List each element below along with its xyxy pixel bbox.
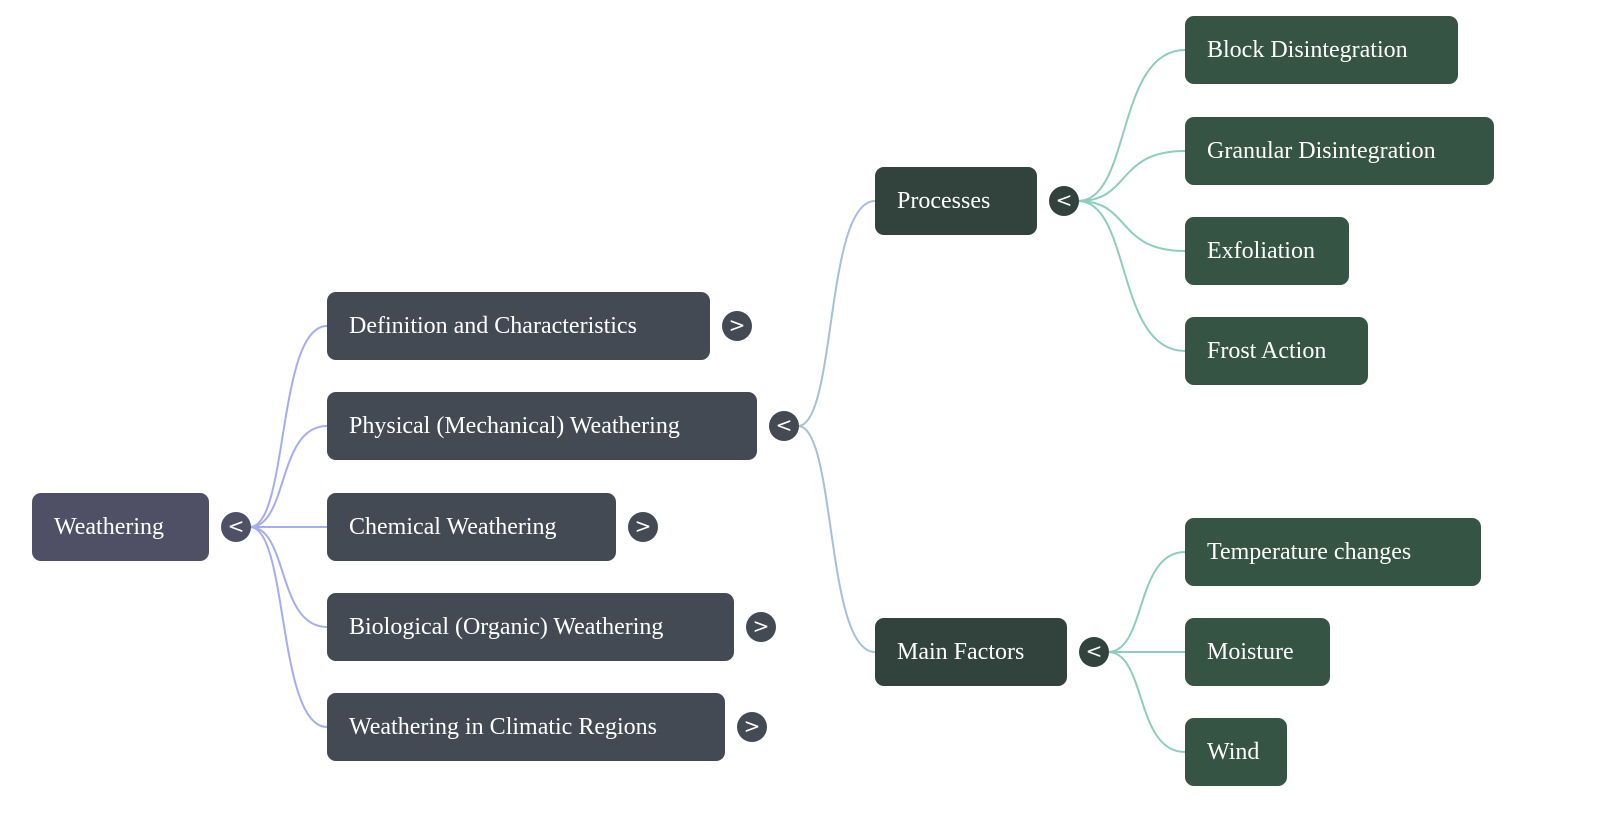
node-label: Frost Action	[1207, 338, 1327, 364]
connector-physical-child-1	[797, 425, 876, 653]
node-label: Moisture	[1207, 639, 1294, 665]
leaf-node-granular-disintegration[interactable]: Granular Disintegration	[1185, 117, 1494, 185]
node-processes[interactable]: Processes	[875, 167, 1037, 235]
connector-processes-leaf-2	[1077, 200, 1186, 252]
collapse-toggle-icon[interactable]: <	[1079, 637, 1109, 667]
leaf-node-temperature-changes[interactable]: Temperature changes	[1185, 518, 1481, 586]
connector-root-branch-4	[249, 526, 328, 728]
node-label: Weathering in Climatic Regions	[349, 714, 658, 740]
collapse-toggle-icon[interactable]: <	[769, 411, 799, 441]
connector-factors-leaf-0	[1107, 551, 1186, 653]
connector-root-branch-1	[249, 425, 328, 528]
branch-node-definition[interactable]: Definition and Characteristics	[327, 292, 710, 360]
node-label: Exfoliation	[1207, 238, 1315, 264]
node-label: Processes	[897, 188, 991, 214]
connector-processes-leaf-3	[1077, 200, 1186, 352]
node-label: Definition and Characteristics	[349, 313, 637, 339]
connector-root-branch-3	[249, 526, 328, 628]
branch-node-climatic-regions[interactable]: Weathering in Climatic Regions	[327, 693, 725, 761]
connector-physical-child-0	[797, 200, 876, 427]
leaf-node-frost-action[interactable]: Frost Action	[1185, 317, 1368, 385]
node-label: Weathering	[54, 514, 165, 540]
node-label: Granular Disintegration	[1207, 138, 1436, 164]
root-node-weathering[interactable]: Weathering	[32, 493, 209, 561]
node-label: Block Disintegration	[1207, 37, 1408, 63]
connector-processes-leaf-1	[1077, 150, 1186, 202]
connector-root-branch-0	[249, 325, 328, 528]
branch-node-biological-weathering[interactable]: Biological (Organic) Weathering	[327, 593, 734, 661]
connector-factors-leaf-2	[1107, 651, 1186, 753]
leaf-node-exfoliation[interactable]: Exfoliation	[1185, 217, 1349, 285]
expand-toggle-icon[interactable]: >	[628, 512, 658, 542]
node-label: Physical (Mechanical) Weathering	[349, 413, 680, 439]
connector-processes-leaf-0	[1077, 49, 1186, 202]
leaf-node-moisture[interactable]: Moisture	[1185, 618, 1330, 686]
node-label: Chemical Weathering	[349, 514, 557, 540]
node-main-factors[interactable]: Main Factors	[875, 618, 1067, 686]
node-label: Temperature changes	[1207, 539, 1412, 565]
node-label: Biological (Organic) Weathering	[349, 614, 664, 640]
collapse-toggle-icon[interactable]: <	[221, 512, 251, 542]
collapse-toggle-icon[interactable]: <	[1049, 186, 1079, 216]
node-label: Main Factors	[897, 639, 1025, 665]
expand-toggle-icon[interactable]: >	[722, 311, 752, 341]
node-label: Wind	[1207, 739, 1260, 765]
branch-node-chemical-weathering[interactable]: Chemical Weathering	[327, 493, 616, 561]
expand-toggle-icon[interactable]: >	[746, 612, 776, 642]
branch-node-physical-weathering[interactable]: Physical (Mechanical) Weathering	[327, 392, 757, 460]
leaf-node-wind[interactable]: Wind	[1185, 718, 1287, 786]
expand-toggle-icon[interactable]: >	[737, 712, 767, 742]
leaf-node-block-disintegration[interactable]: Block Disintegration	[1185, 16, 1458, 84]
